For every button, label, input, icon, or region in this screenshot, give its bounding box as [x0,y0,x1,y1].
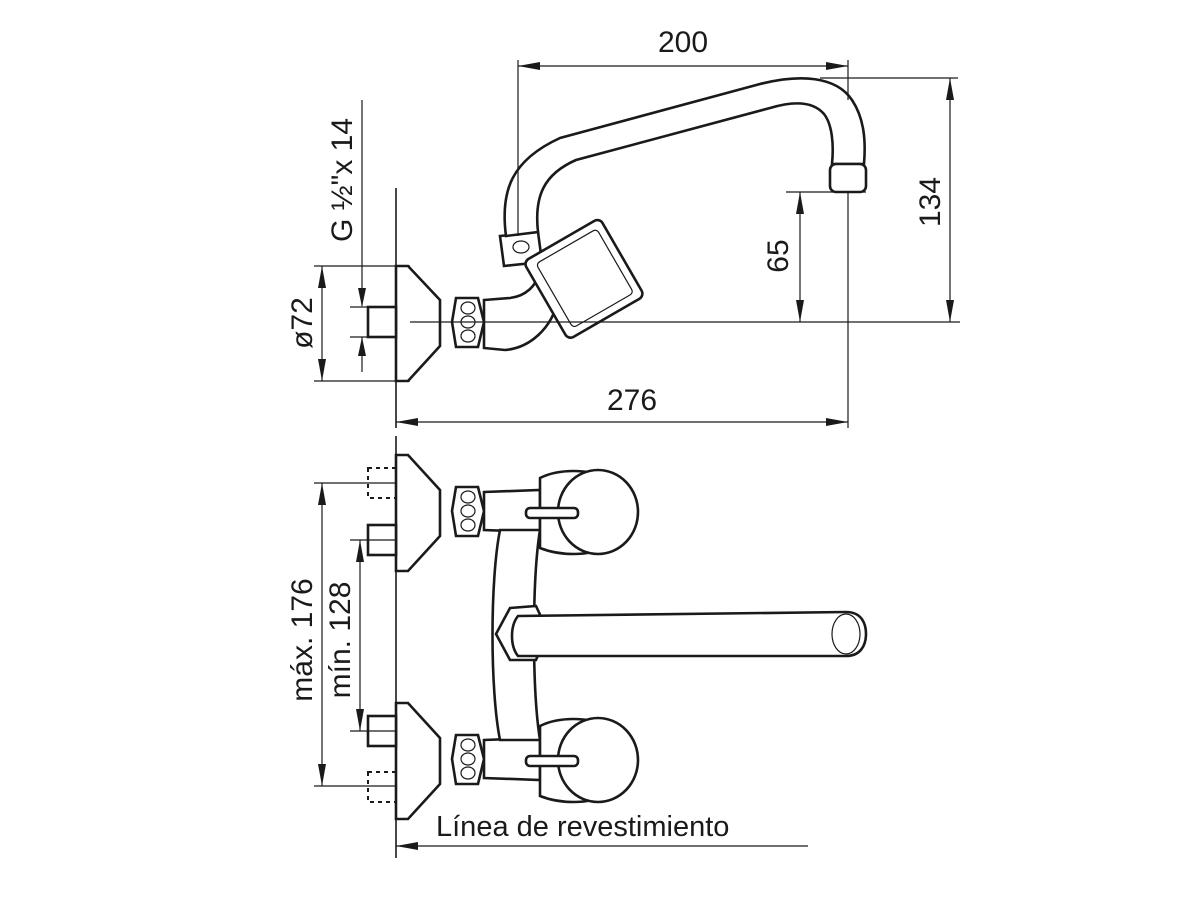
dimension-diameter: ø72 [286,265,410,382]
aerator [828,162,868,194]
dimension-134: 134 [820,77,958,322]
dim-134-label: 134 [914,177,947,227]
dim-max-label: máx. 176 [286,578,319,701]
dim-200-label: 200 [658,26,708,59]
dimension-200: 200 [517,26,849,236]
inlet-stub [366,305,398,339]
top-handle [524,468,640,556]
dimension-max: máx. 176 [286,482,396,787]
spout-tube [503,77,866,238]
bottom-handle [524,716,640,804]
dimension-thread: G ½"x 14 [326,100,368,372]
wall-line-label-group: Línea de revestimiento [396,811,808,850]
wall-flange [394,264,442,383]
dimension-276: 276 [396,192,849,428]
side-view [366,77,960,428]
side-handle [524,218,644,339]
wall-line-label: Línea de revestimiento [436,811,729,843]
top-flange [394,453,442,573]
dim-min-label: mín. 128 [324,582,357,699]
dim-diameter-label: ø72 [286,297,319,349]
dimension-65: 65 [762,191,866,322]
bottom-dashed-stub [367,771,397,803]
bottom-flange [394,701,442,821]
dim-thread-label: G ½"x 14 [326,118,359,242]
dim-65-label: 65 [762,239,795,272]
front-spout [510,610,868,658]
front-view [366,436,868,858]
dim-276-label: 276 [607,384,657,417]
dimension-min: mín. 128 [324,539,396,732]
